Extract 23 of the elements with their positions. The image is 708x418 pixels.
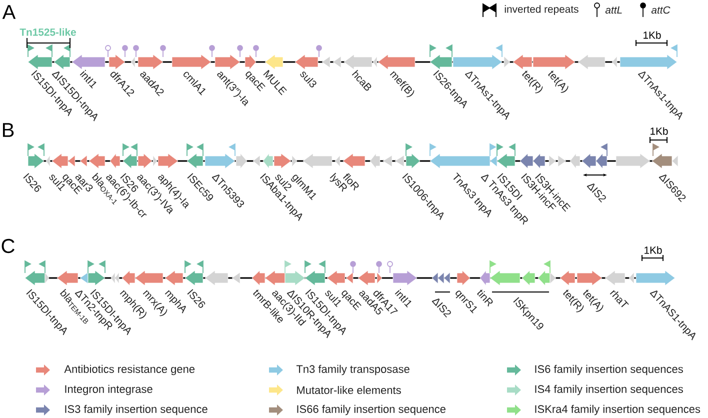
legend-text: attC bbox=[651, 6, 670, 14]
gene-label: tinR bbox=[477, 290, 493, 307]
legend-text: Antibiotics resistance gene bbox=[64, 364, 195, 376]
legend-text: Integron integrase bbox=[65, 384, 152, 396]
panel-letter: C bbox=[2, 238, 14, 254]
panel-letter: B bbox=[2, 123, 14, 137]
gene-label: sul1 bbox=[49, 174, 65, 192]
legend-text: IS6 family insertion sequences bbox=[535, 364, 683, 376]
gene-label: sul3 bbox=[300, 72, 316, 88]
scale-label: 1Kb bbox=[644, 246, 662, 254]
legend-text: inverted repeats bbox=[504, 5, 578, 15]
gene-label: rhaT bbox=[610, 290, 629, 308]
legend-text: ISKra4 family insertion sequences bbox=[535, 404, 700, 416]
legend-text: IS3 family insertion sequence bbox=[65, 404, 208, 416]
legend-text: attL bbox=[605, 6, 622, 14]
panel-letter: A bbox=[2, 5, 16, 19]
legend-text: IS4 family insertion sequences bbox=[535, 384, 683, 396]
legend-text: IS66 family insertion sequence bbox=[297, 404, 446, 416]
legend-text: Mutator-like elements bbox=[297, 386, 401, 394]
legend-text: Tn3 family transposase bbox=[296, 364, 410, 376]
scale-label: 1Kb bbox=[650, 127, 668, 135]
scale-label: 1Kb bbox=[644, 31, 661, 39]
bracket-label: Tn1525-like bbox=[20, 28, 76, 36]
